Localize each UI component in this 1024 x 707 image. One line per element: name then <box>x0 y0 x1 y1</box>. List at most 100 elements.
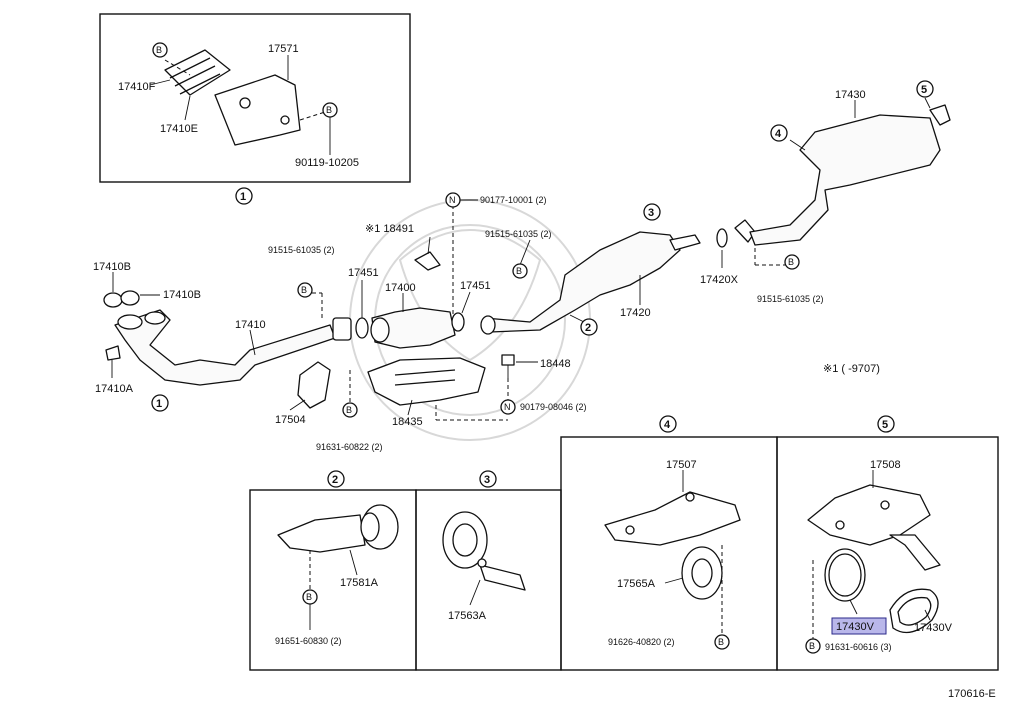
label-17430v-highlight: 17430V <box>836 621 875 633</box>
label-note: ※1 ( -9707) <box>823 363 880 375</box>
bracket-17571[interactable] <box>214 74 301 146</box>
center-pipe-17420[interactable] <box>480 231 701 335</box>
svg-text:5: 5 <box>921 84 927 96</box>
label-17410a: 17410A <box>95 383 134 395</box>
gasket-17451-b[interactable] <box>451 312 465 332</box>
svg-text:2: 2 <box>332 474 338 486</box>
label-17410b-2: 17410B <box>163 289 201 301</box>
label-91626: 91626-40820 (2) <box>608 637 675 647</box>
clip-18491[interactable] <box>414 251 441 271</box>
label-17410: 17410 <box>235 319 266 331</box>
svg-text:1: 1 <box>240 191 246 203</box>
label-90179: 90179-08046 (2) <box>520 402 587 412</box>
label-17430v: 17430V <box>914 622 953 634</box>
svg-text:B: B <box>516 266 522 276</box>
nut-symbol-n1: N <box>445 192 461 208</box>
callout-4-muffler: 4 <box>770 124 788 142</box>
label-91651: 91651-60830 (2) <box>275 636 342 646</box>
ring-17430v-highlight[interactable] <box>824 548 866 602</box>
label-18491: ※1 18491 <box>365 223 414 235</box>
bracket-17581a[interactable] <box>277 504 399 553</box>
label-91515-c: 91515-61035 (2) <box>757 294 824 304</box>
label-17581a: 17581A <box>340 577 379 589</box>
svg-text:3: 3 <box>648 207 654 219</box>
gasket-17420x[interactable] <box>716 228 728 248</box>
label-90177: 90177-10001 (2) <box>480 195 547 205</box>
bolt-symbol-b7: B <box>302 589 318 605</box>
diagram-reference-number: 170616-E <box>948 688 996 700</box>
label-17400: 17400 <box>385 282 416 294</box>
bolt-symbol-b5: B <box>512 263 528 279</box>
callout-2-box: 2 <box>327 470 345 488</box>
svg-text:4: 4 <box>664 419 671 431</box>
catalytic-converter-17400[interactable] <box>370 307 456 349</box>
label-91515-b: 91515-61035 (2) <box>485 229 552 239</box>
highlight-box <box>831 617 887 635</box>
bolt-symbol-b9: B <box>805 638 821 654</box>
hanger-17563a[interactable] <box>442 511 526 591</box>
insulator-17504[interactable] <box>297 361 331 409</box>
bolt-symbol-b4: B <box>342 402 358 418</box>
callout-1-manifold: 1 <box>151 394 169 412</box>
callout-3-pipe: 3 <box>643 203 661 221</box>
inset-box-5 <box>776 436 999 671</box>
bracket-17508[interactable] <box>807 484 941 571</box>
muffler-17430[interactable] <box>734 104 951 246</box>
label-18448: 18448 <box>540 358 571 370</box>
label-17451-a: 17451 <box>348 267 379 279</box>
svg-text:4: 4 <box>775 128 782 140</box>
exhaust-manifold-17410[interactable] <box>114 309 336 386</box>
svg-text:B: B <box>326 105 332 115</box>
gasket-17410b-2[interactable] <box>120 290 140 306</box>
label-17410f: 17410F <box>118 81 156 93</box>
label-91515-a: 91515-61035 (2) <box>268 245 335 255</box>
label-18435: 18435 <box>392 416 423 428</box>
hanger-17565a[interactable] <box>681 546 723 600</box>
sensor-18448[interactable] <box>501 354 515 378</box>
label-90119: 90119-10205 <box>295 157 359 169</box>
svg-text:B: B <box>156 45 162 55</box>
label-17420x: 17420X <box>700 274 739 286</box>
bolt-symbol-b2: B <box>322 102 338 118</box>
callout-3-box: 3 <box>479 470 497 488</box>
gasket-17410a[interactable] <box>105 345 121 361</box>
svg-text:B: B <box>301 285 307 295</box>
gasket-17410b-1[interactable] <box>103 292 123 308</box>
bracket-17507[interactable] <box>604 491 741 546</box>
gasket-17451-a[interactable] <box>355 317 369 339</box>
svg-text:5: 5 <box>882 419 888 431</box>
svg-text:B: B <box>809 641 815 651</box>
svg-text:B: B <box>346 405 352 415</box>
label-91631-a: 91631-60822 (2) <box>316 442 383 452</box>
inset-box-4 <box>560 436 778 671</box>
flange-left[interactable] <box>332 317 352 341</box>
label-17410e: 17410E <box>160 123 198 135</box>
callout-5-box: 5 <box>877 415 895 433</box>
label-17565a: 17565A <box>617 578 656 590</box>
nut-symbol-n2: N <box>500 399 516 415</box>
label-17504: 17504 <box>275 414 306 426</box>
callout-2-pipe: 2 <box>580 318 598 336</box>
callout-1-top: 1 <box>235 187 253 205</box>
label-17571: 17571 <box>268 43 299 55</box>
bolt-symbol-b1: B <box>152 42 168 58</box>
svg-text:B: B <box>718 637 724 647</box>
svg-text:3: 3 <box>484 474 490 486</box>
svg-text:2: 2 <box>585 322 591 334</box>
insulator-18435[interactable] <box>367 357 486 406</box>
label-17420: 17420 <box>620 307 651 319</box>
bolt-symbol-b8: B <box>714 634 730 650</box>
label-17451-b: 17451 <box>460 280 491 292</box>
ring-17430v[interactable] <box>889 588 939 634</box>
svg-text:N: N <box>449 195 456 205</box>
svg-text:N: N <box>504 402 511 412</box>
label-17507: 17507 <box>666 459 697 471</box>
label-17410b-1: 17410B <box>93 261 131 273</box>
svg-text:1: 1 <box>156 398 162 410</box>
label-17508: 17508 <box>870 459 901 471</box>
callout-5-muffler: 5 <box>916 80 934 98</box>
heat-shield-17410f[interactable] <box>164 49 231 96</box>
inset-box-1 <box>99 13 411 183</box>
